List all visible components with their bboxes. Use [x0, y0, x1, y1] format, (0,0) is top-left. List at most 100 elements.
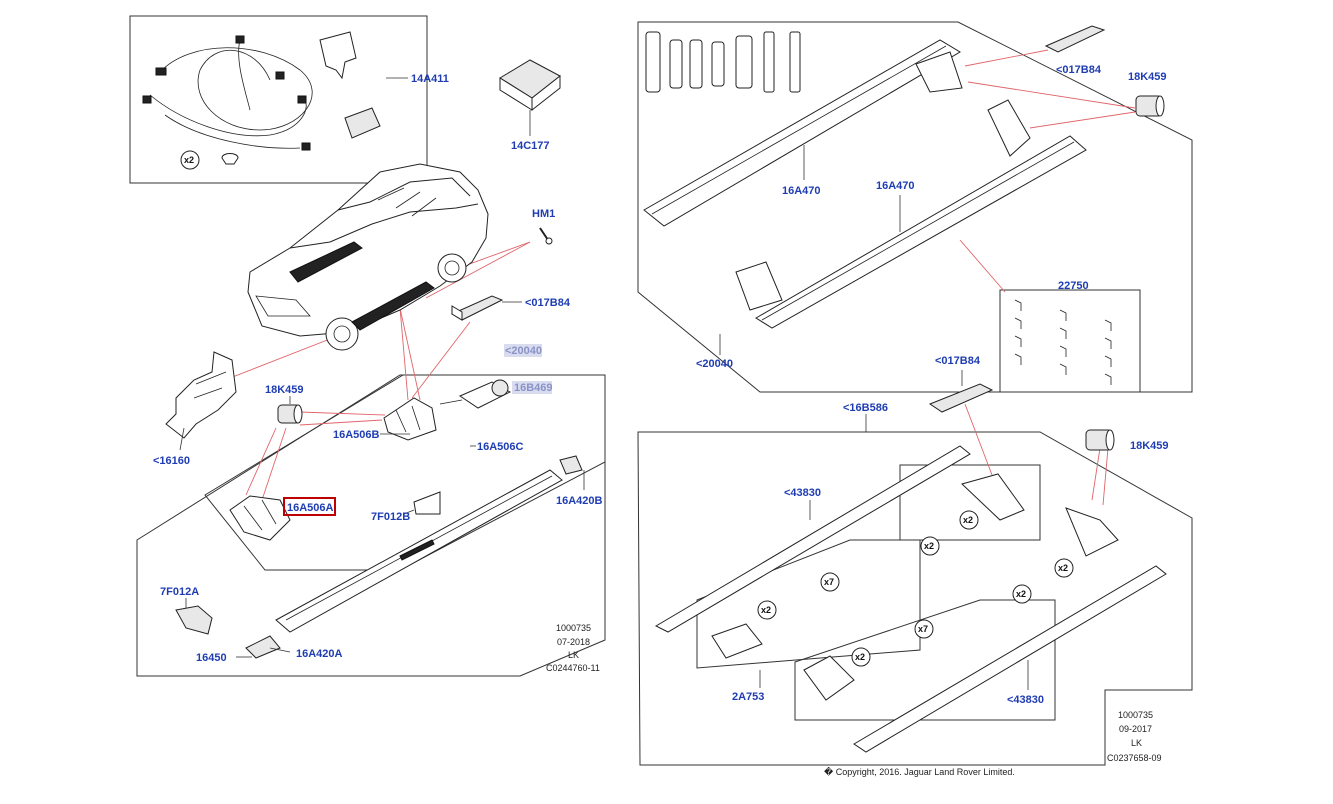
reference-block-left: 1000735 07-2018 LK C0244760-11 — [546, 623, 600, 673]
qty-badge — [180, 150, 200, 170]
qty-text: x2 — [1058, 563, 1068, 573]
callout-14A411[interactable]: 14A411 — [411, 73, 449, 85]
qty-badge — [1012, 584, 1032, 604]
red-leader — [964, 403, 993, 476]
kit-upper-frame — [696, 539, 921, 669]
bracket-017B84-topright-illustration — [1044, 25, 1106, 53]
callout-16B586[interactable]: <16B586 — [843, 402, 888, 414]
callout-18K459-left[interactable]: 18K459 — [265, 384, 304, 396]
callout-HM1[interactable]: HM1 — [532, 208, 555, 220]
callout-43830-lower[interactable]: <43830 — [1007, 694, 1044, 706]
bracket-7F012B-illustration — [413, 491, 441, 515]
callout-2A753[interactable]: 2A753 — [732, 691, 764, 703]
fasteners-22750-illustration — [1014, 299, 1112, 385]
cover-16160-illustration — [165, 351, 237, 439]
ref-right-line4: C0237658-09 — [1107, 753, 1162, 763]
left-assembly-frame — [136, 374, 606, 677]
step-16A470-lower-illustration — [735, 99, 1087, 329]
module-14C177-illustration — [499, 59, 561, 112]
qty-badge — [851, 647, 871, 667]
selected-callout-box — [283, 497, 336, 516]
red-leader — [261, 427, 287, 501]
bushing-18K459-mid-illustration — [1085, 429, 1115, 451]
bracket-right-mid-illustration — [961, 473, 1119, 557]
red-leader — [245, 427, 277, 496]
label-highlight — [512, 381, 552, 394]
callout-16450[interactable]: 16450 — [196, 652, 227, 664]
rail-43830-upper-illustration — [654, 445, 971, 633]
callout-017B84-topright[interactable]: <017B84 — [1056, 64, 1102, 76]
callout-18K459-topright[interactable]: 18K459 — [1128, 71, 1167, 83]
ref-left-line4: C0244760-11 — [546, 663, 600, 673]
ref-right-line2: 09-2017 — [1119, 724, 1152, 734]
qty-badge — [914, 619, 934, 639]
kit-lower-frame — [794, 599, 1056, 721]
callout-20040-grey[interactable]: <20040 — [505, 345, 542, 357]
callout-20040-right[interactable]: <20040 — [696, 358, 733, 370]
qty-text: x7 — [824, 577, 834, 587]
callout-22750[interactable]: 22750 — [1058, 280, 1089, 292]
callout-017B84-mid[interactable]: <017B84 — [935, 355, 981, 367]
red-leader — [399, 307, 421, 401]
red-leader — [1102, 447, 1109, 506]
callout-labels: 14A411 14C177 HM1 <017B84 <20040 16B469 … — [153, 64, 1169, 706]
callout-16A506B[interactable]: 16A506B — [333, 429, 380, 441]
qty-text: x2 — [184, 155, 194, 165]
callout-16A470-lower[interactable]: 16A470 — [876, 180, 915, 192]
harness-frame — [129, 15, 428, 184]
callout-7F012B[interactable]: 7F012B — [371, 511, 410, 523]
kit-2A753-illustration — [711, 623, 855, 701]
red-leader — [1029, 111, 1136, 129]
bracket-16A506A-illustration — [229, 495, 291, 541]
callout-7F012A[interactable]: 7F012A — [160, 586, 199, 598]
wiring-harness-illustration — [142, 31, 381, 165]
motor-16B469-illustration — [439, 379, 512, 409]
rail-43830-lower-illustration — [853, 565, 1167, 753]
step-16A470-upper-illustration — [643, 39, 963, 227]
red-leader — [425, 241, 531, 299]
red-leader — [959, 239, 1006, 293]
bracket-set-illustration — [645, 31, 801, 93]
frames — [129, 15, 1193, 766]
reference-block-right: 1000735 09-2017 LK C0237658-09 — [1107, 710, 1162, 763]
callout-14C177[interactable]: 14C177 — [511, 140, 550, 152]
callout-16A420B[interactable]: 16A420B — [556, 495, 603, 507]
callout-16A420A[interactable]: 16A420A — [296, 648, 343, 660]
callout-16B469[interactable]: 16B469 — [514, 382, 553, 394]
qty-text: x2 — [855, 652, 865, 662]
ref-left-line3: LK — [568, 650, 579, 660]
bracket-017B84-left-illustration — [450, 295, 504, 321]
red-leader — [299, 419, 383, 426]
ref-right-line1: 1000735 — [1118, 710, 1153, 720]
callout-18K459-mid[interactable]: 18K459 — [1130, 440, 1169, 452]
cap-16A420B-illustration — [559, 455, 583, 475]
callout-16160[interactable]: <16160 — [153, 455, 190, 467]
label-highlight — [504, 344, 542, 357]
bracket-frame — [899, 464, 1041, 541]
ref-left-line2: 07-2018 — [557, 637, 590, 647]
qty-text: x2 — [963, 515, 973, 525]
vehicle-illustration — [247, 163, 489, 351]
bushing-18K459-topright-illustration — [1135, 95, 1165, 117]
red-leader — [299, 411, 386, 416]
ref-left-line1: 1000735 — [556, 623, 591, 633]
red-leader — [964, 49, 1049, 67]
red-leader — [411, 321, 471, 399]
callout-43830-upper[interactable]: <43830 — [784, 487, 821, 499]
cap-16A420A-illustration — [245, 635, 281, 659]
callout-16A470-upper[interactable]: 16A470 — [782, 185, 821, 197]
qty-badge — [757, 600, 777, 620]
rail-frame — [637, 431, 1193, 766]
callout-017B84-left[interactable]: <017B84 — [525, 297, 571, 309]
bracket-017B84-mid-illustration — [928, 383, 994, 413]
bushing-18K459-left-illustration — [277, 404, 303, 424]
qty-badge — [920, 536, 940, 556]
qty-text: x2 — [761, 605, 771, 615]
callout-16A506A[interactable]: 16A506A — [287, 502, 334, 514]
cap-7F012A-illustration — [175, 605, 213, 635]
callout-16A506C[interactable]: 16A506C — [477, 441, 524, 453]
red-leader — [1091, 447, 1101, 501]
copyright-notice: � Copyright, 2016. Jaguar Land Rover Lim… — [824, 766, 1015, 777]
